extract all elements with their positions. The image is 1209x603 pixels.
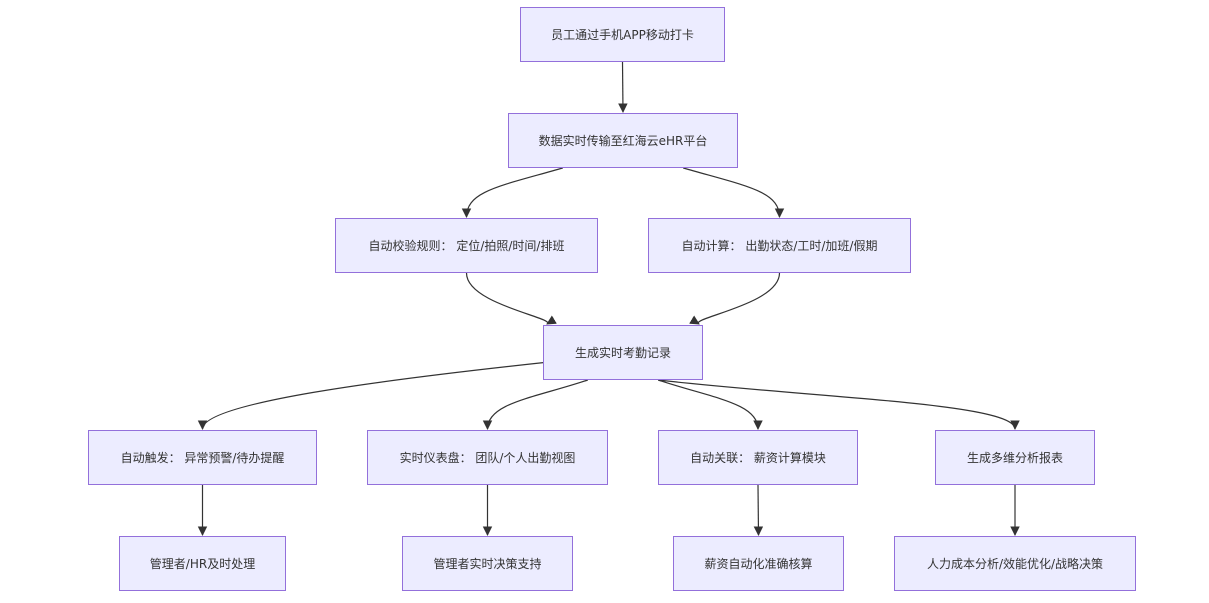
node-cost-analysis: 人力成本分析/效能优化/战略决策 [894, 536, 1136, 591]
edge-n8-n12 [753, 484, 764, 536]
node-decision-support: 管理者实时决策支持 [402, 536, 573, 591]
node-auto-trigger: 自动触发： 异常预警/待办提醒 [88, 430, 317, 485]
node-mobile-clock-in: 员工通过手机APP移动打卡 [520, 7, 725, 62]
edge-n5-n9 [658, 379, 1020, 430]
node-auto-calculation: 自动计算： 出勤状态/工时/加班/假期 [648, 218, 911, 273]
node-validation-rules: 自动校验规则： 定位/拍照/时间/排班 [335, 218, 598, 273]
node-realtime-dashboard: 实时仪表盘： 团队/个人出勤视图 [367, 430, 608, 485]
edge-n4-n5 [689, 272, 781, 325]
node-data-transfer: 数据实时传输至红海云eHR平台 [508, 113, 738, 168]
node-hr-handling: 管理者/HR及时处理 [119, 536, 286, 591]
edge-n5-n6 [197, 361, 550, 430]
edge-n3-n5 [465, 272, 557, 325]
edge-n2-n4 [683, 167, 785, 218]
node-payroll-accuracy: 薪资自动化准确核算 [673, 536, 844, 591]
node-multidim-report: 生成多维分析报表 [935, 430, 1095, 485]
edge-n2-n3 [461, 167, 563, 218]
edge-n5-n7 [482, 379, 588, 430]
node-attendance-record: 生成实时考勤记录 [543, 325, 703, 380]
node-auto-link: 自动关联： 薪资计算模块 [658, 430, 858, 485]
edge-n5-n8 [658, 379, 763, 430]
edge-n1-n2 [618, 61, 628, 113]
